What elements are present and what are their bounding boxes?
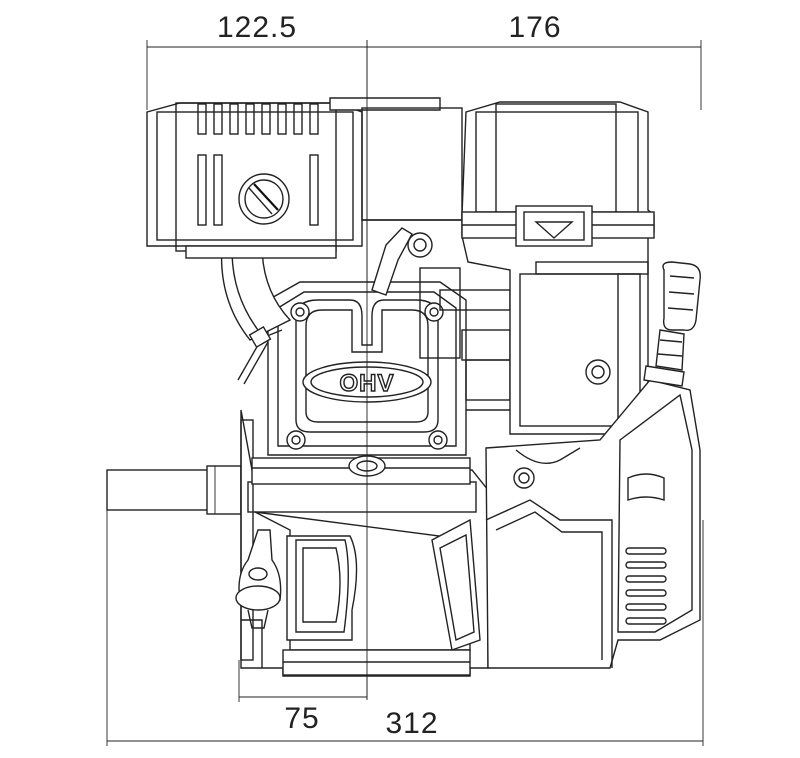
spark-plug-lead (237, 325, 283, 385)
oil-filler-cap (235, 529, 282, 629)
recoil-handle (643, 261, 701, 387)
valve-cover-label: OHV (339, 370, 394, 397)
fan-louvers (625, 547, 667, 625)
dimension-top-left: 122.5 (217, 11, 297, 44)
head-flange (251, 455, 471, 485)
air-cleaner (146, 102, 363, 341)
recoil-housing (485, 379, 701, 669)
fuel-tank (461, 101, 655, 435)
air-cleaner-vents (197, 103, 319, 135)
dimension-bottom-inner: 75 (284, 702, 319, 735)
dimension-bottom-overall: 312 (385, 707, 438, 740)
center-upper (329, 97, 520, 411)
dimension-top-right: 176 (508, 11, 561, 44)
output-shaft (106, 465, 242, 515)
